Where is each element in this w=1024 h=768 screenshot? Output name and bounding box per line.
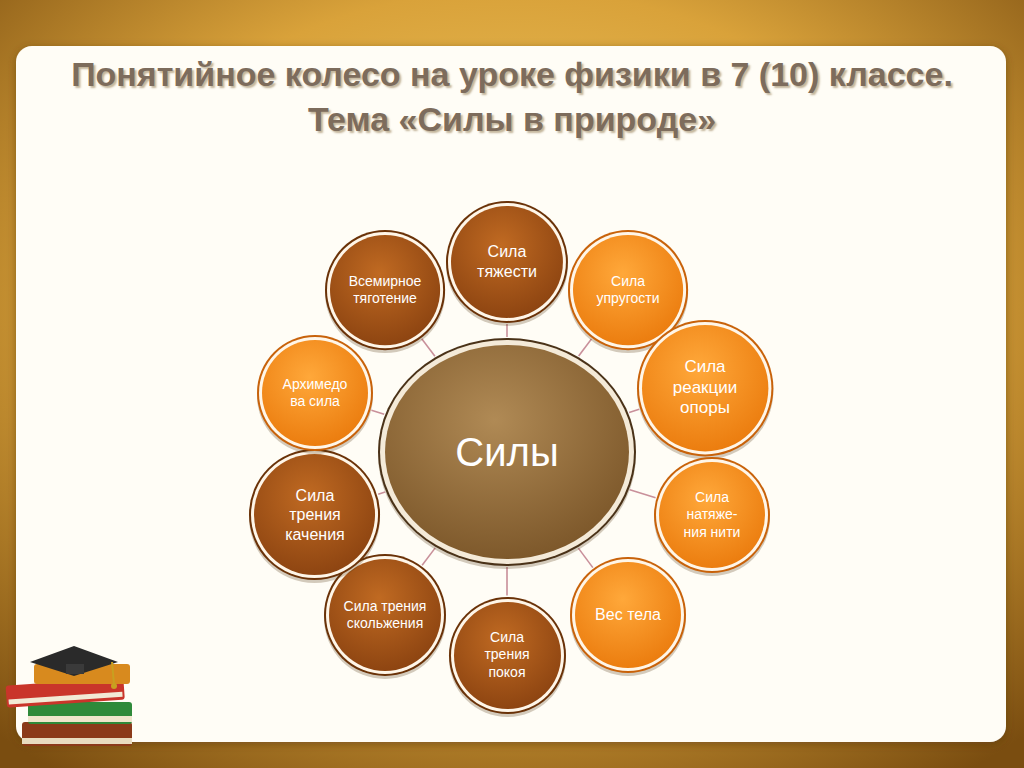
- concept-label: Архимедо ва сила: [277, 376, 353, 410]
- spoke-line: [371, 410, 384, 414]
- central-ellipse: Силы: [377, 337, 637, 567]
- spoke-line: [630, 490, 656, 498]
- concept-label: Сила тяжести: [461, 242, 553, 281]
- node-outline: [445, 200, 569, 324]
- concept-label: Сила упругости: [582, 273, 674, 307]
- concept-circle: Вес тела: [569, 556, 687, 674]
- spoke-line: [422, 339, 435, 357]
- concept-circle: Сила трения покоя: [448, 596, 567, 715]
- slide-title: Понятийное колесо на уроке физики в 7 (1…: [52, 52, 972, 142]
- concept-label: Сила трения скольжения: [338, 598, 432, 632]
- concept-label: Сила реакции опоры: [657, 357, 753, 419]
- books-illustration: [6, 646, 132, 746]
- spoke-line: [629, 409, 639, 412]
- concept-circle: Архимедо ва сила: [256, 334, 374, 452]
- spoke-line: [579, 339, 592, 356]
- spoke-line: [578, 548, 592, 567]
- concept-label: Сила трения качения: [269, 486, 361, 545]
- concept-label: Всемирное тяготение: [339, 273, 431, 307]
- spoke-line: [422, 548, 435, 565]
- concept-circle: Сила реакции опоры: [636, 319, 774, 457]
- concept-label: Сила трения покоя: [467, 629, 547, 680]
- concept-circle: Сила натяже-ния нити: [653, 456, 771, 574]
- spoke-line: [378, 492, 385, 494]
- concept-circle: Сила трения качения: [248, 448, 381, 581]
- concept-label: Силы: [455, 428, 558, 477]
- concept-circle: Всемирное тяготение: [324, 229, 446, 351]
- concept-circle: Сила тяжести: [445, 200, 569, 324]
- spoke-line: [506, 567, 508, 596]
- concept-label: Сила натяже-ния нити: [677, 489, 747, 540]
- concept-label: Вес тела: [595, 605, 661, 625]
